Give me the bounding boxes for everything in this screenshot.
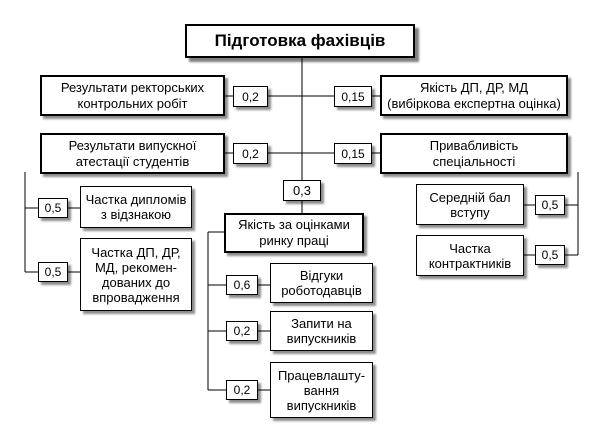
weight-graduate-employment: 0,2 <box>226 380 258 400</box>
criterion-labor-market: Якість за оцінками ринку праці <box>224 213 364 253</box>
sub-honors-diplomas: Частка дипломів з відзнакою <box>80 186 192 228</box>
weight-thesis-quality: 0,15 <box>334 86 372 107</box>
weight-attractiveness: 0,15 <box>334 143 372 164</box>
weight-final-attestation: 0,2 <box>233 143 268 164</box>
weight-rector-tests: 0,2 <box>233 86 268 107</box>
weight-employer-feedback: 0,6 <box>226 275 258 295</box>
weight-entrance-score: 0,5 <box>535 195 565 215</box>
weight-labor-market: 0,3 <box>283 180 321 201</box>
weight-graduate-requests: 0,2 <box>226 321 258 341</box>
sub-employer-feedback: Відгуки роботодавців <box>270 263 373 303</box>
sub-recommended-theses: Частка ДП, ДР, МД, рекомен- дованих до в… <box>80 238 192 311</box>
weight-honors-diplomas: 0,5 <box>38 198 68 218</box>
criterion-thesis-quality: Якість ДП, ДР, МД (вибіркова експертна о… <box>380 75 568 116</box>
sub-graduate-employment: Працевлашту- вання випускників <box>270 362 373 418</box>
sub-contract-students: Частка контрактників <box>416 235 524 276</box>
criterion-rector-tests: Результати ректорських контрольних робіт <box>40 75 225 116</box>
sub-graduate-requests: Запити на випускників <box>270 311 373 351</box>
sub-entrance-score: Середній бал вступу <box>416 184 524 225</box>
criterion-final-attestation: Результати випускної атестації студентів <box>40 133 225 174</box>
criterion-attractiveness: Привабливість спеціальності <box>380 133 568 174</box>
weight-contract-students: 0,5 <box>535 245 565 265</box>
weight-recommended-theses: 0,5 <box>38 262 68 282</box>
diagram-title: Підготовка фахівців <box>185 24 415 58</box>
